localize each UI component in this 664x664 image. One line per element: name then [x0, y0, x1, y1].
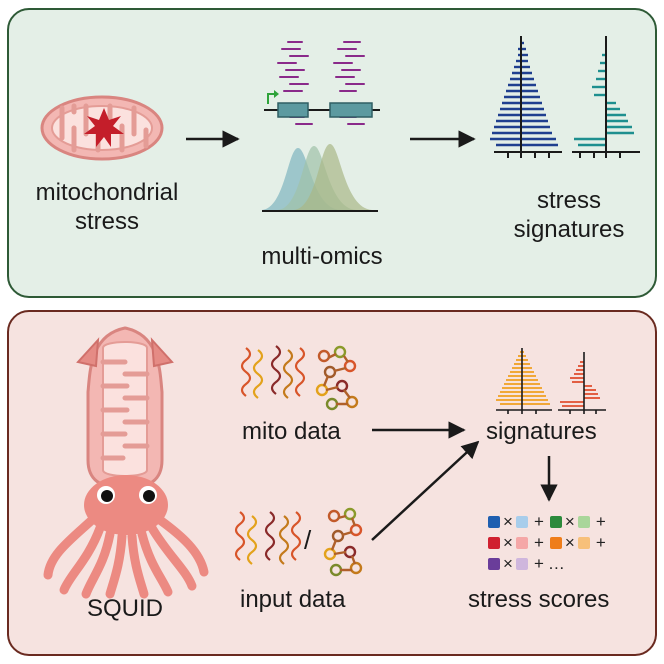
data-separator-slash: / — [304, 525, 312, 555]
dna-strands-icon — [240, 345, 306, 399]
weight-square-red — [488, 537, 500, 549]
stress-scores-label: stress scores — [468, 586, 610, 613]
score-formula-row-3: × + … — [488, 555, 565, 573]
signature-square-light-blue — [515, 516, 528, 528]
weight-square-green — [549, 516, 562, 528]
arrow-input-data-to-signatures — [371, 440, 480, 541]
signature-plot-teal — [574, 53, 634, 147]
signature-plot-blue — [490, 41, 558, 147]
input-data-label: input data — [240, 586, 346, 613]
plus-sign: + — [533, 554, 544, 573]
plus-sign: + — [533, 512, 544, 531]
times-sign: × — [503, 554, 513, 573]
weight-square-blue — [488, 516, 500, 528]
weight-square-orange — [549, 537, 562, 549]
signature-square-light-orange — [577, 537, 590, 549]
input-dna-strands-icon — [234, 511, 302, 565]
times-sign: × — [564, 512, 575, 531]
squid-icon — [43, 326, 209, 599]
gene-track-icon — [264, 90, 380, 118]
distribution-curves-icon — [262, 144, 378, 212]
signature-square-light-green — [577, 516, 590, 528]
plus-sign: + — [595, 533, 606, 552]
mito-stress-label: mitochondrial stress — [22, 178, 192, 236]
stress-star-icon — [84, 108, 124, 147]
squid-label: SQUID — [86, 595, 163, 622]
molecules-icon — [315, 345, 359, 411]
weight-square-purple — [488, 558, 500, 570]
stress-signatures-label: stress signatures — [494, 186, 644, 244]
score-formula-row-1: × + × + — [488, 513, 612, 531]
plus-sign: + — [595, 512, 606, 531]
stress-signatures-label-line2: signatures — [513, 216, 625, 243]
signature-plot-orange — [496, 351, 550, 405]
multi-omics-label: multi-omics — [261, 243, 383, 270]
times-sign: × — [564, 533, 575, 552]
signature-plot-red — [560, 361, 600, 407]
ellipsis: … — [547, 554, 565, 573]
plus-sign: + — [533, 533, 544, 552]
times-sign: × — [503, 512, 513, 531]
score-formula-row-2: × + × + — [488, 534, 612, 552]
stress-signatures-label-line1: stress — [536, 187, 601, 214]
signature-square-light-red — [515, 537, 528, 549]
signature-square-light-purple — [515, 558, 528, 570]
times-sign: × — [503, 533, 513, 552]
input-molecules-icon — [323, 507, 363, 577]
mito-stress-label-line2: stress — [74, 208, 139, 235]
mito-data-label: mito data — [242, 418, 341, 445]
signatures-label: signatures — [486, 418, 597, 445]
mito-stress-label-line1: mitochondrial — [35, 179, 179, 206]
